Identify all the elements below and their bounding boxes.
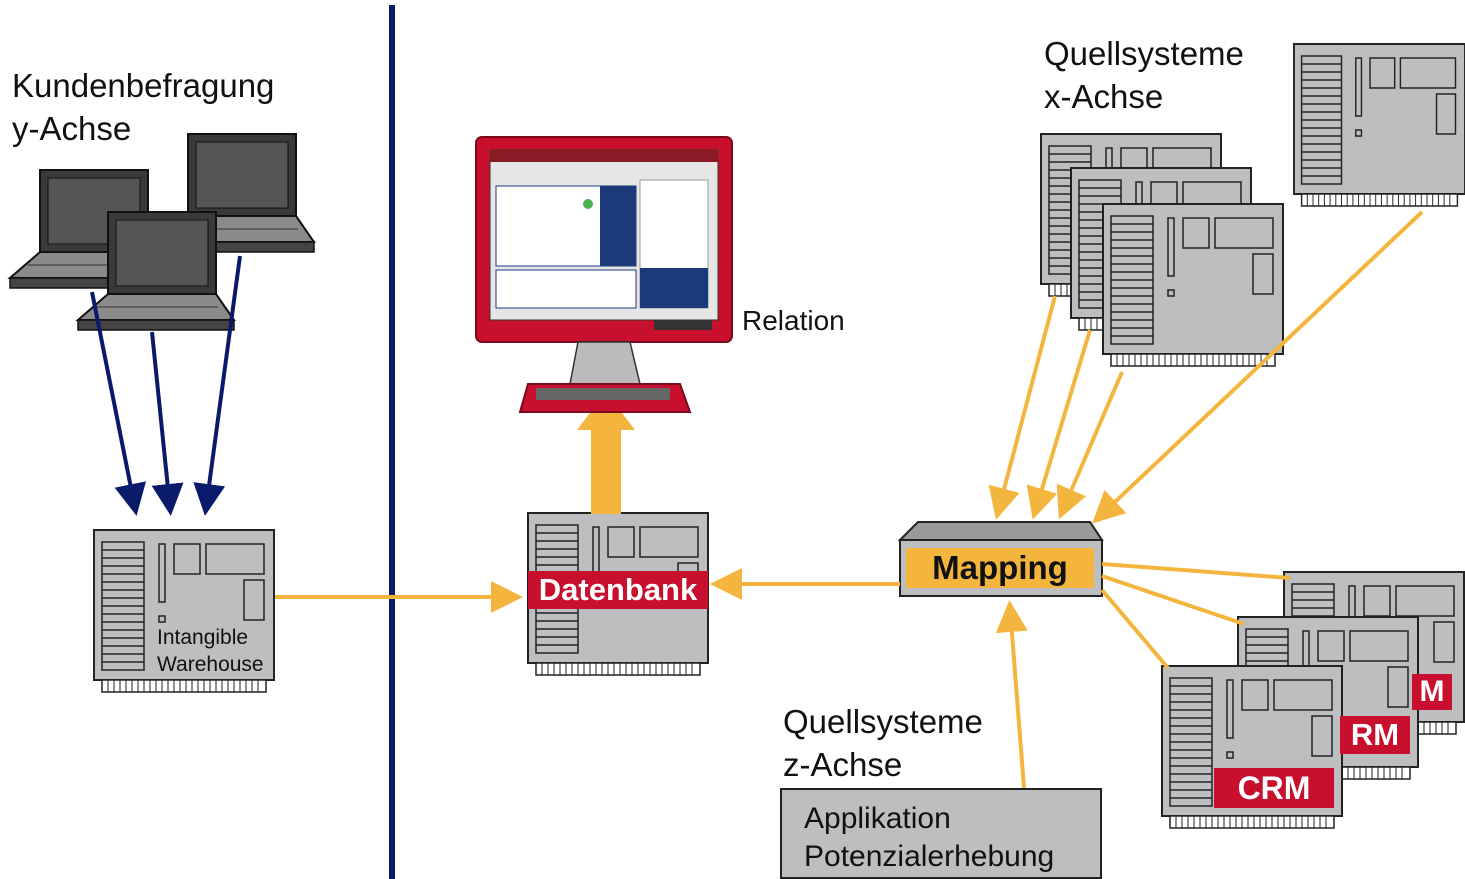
mapping-box (897, 521, 1104, 597)
label-warehouse: Warehouse (157, 653, 264, 676)
label-datenbank: Datenbank (528, 571, 708, 609)
label-z-achse: z-Achse (783, 746, 903, 783)
label-relation: Relation (742, 305, 845, 336)
server-icon (1102, 203, 1284, 367)
monitor-icon (475, 136, 733, 413)
label-potenzialerhebung: Potenzialerhebung (804, 840, 1055, 873)
applikation-box: Applikation Potenzialerhebung (780, 788, 1102, 879)
label-x-achse: x-Achse (1044, 78, 1164, 115)
arrow-app-to-mapping (995, 600, 1028, 789)
crm-lines (1100, 562, 1291, 670)
server-icon (1293, 43, 1465, 207)
label-applikation: Applikation (804, 802, 951, 835)
source-arrows (988, 210, 1424, 524)
crm-badge-front: CRM (1214, 768, 1334, 808)
crm-badge-mid: RM (1340, 716, 1410, 754)
crm-badge-back: M (1412, 674, 1452, 710)
label-kundenbefragung: Kundenbefragung (12, 67, 275, 104)
label-intangible: Intangible (157, 626, 249, 649)
label-quellsysteme-z: Quellsysteme (783, 703, 983, 740)
label-y-achse: y-Achse (12, 110, 132, 147)
survey-arrows (90, 255, 242, 516)
label-quellsysteme-x: Quellsysteme (1044, 35, 1244, 72)
label-mapping: Mapping (932, 549, 1068, 586)
